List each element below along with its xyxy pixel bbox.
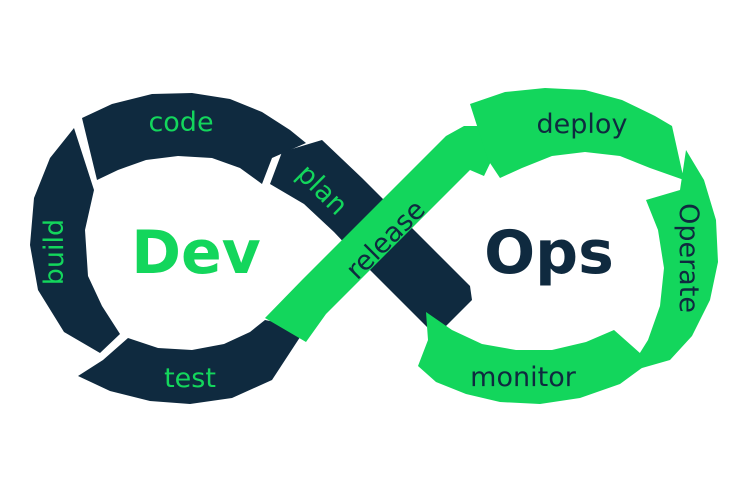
test-label: test xyxy=(164,363,216,394)
operate-label: Operate xyxy=(673,203,704,313)
deploy-label: deploy xyxy=(537,109,628,140)
deploy-segment xyxy=(470,88,684,180)
build-segment xyxy=(30,128,120,353)
code-label: code xyxy=(148,107,213,138)
release-segment xyxy=(265,126,508,342)
code-segment xyxy=(82,93,306,184)
ops-title: Ops xyxy=(484,218,614,288)
monitor-label: monitor xyxy=(470,362,577,393)
operate-segment xyxy=(628,150,718,372)
dev-title: Dev xyxy=(131,218,261,288)
build-label: build xyxy=(39,219,70,285)
test-segment xyxy=(78,320,306,404)
monitor-segment xyxy=(418,312,650,404)
